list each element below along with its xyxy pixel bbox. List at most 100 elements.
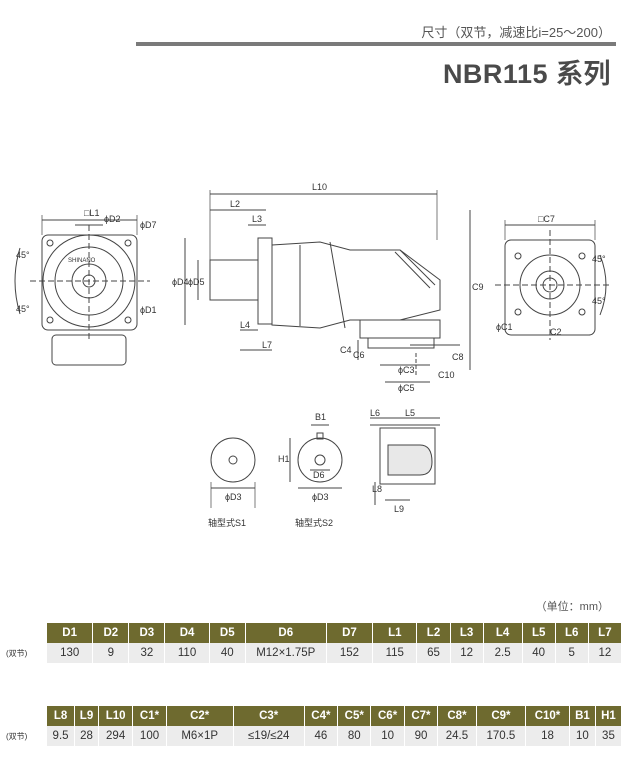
nameplate: SHINANO	[68, 258, 96, 264]
model-label: NBR115	[4, 706, 47, 726]
table-header-cell: L9	[74, 706, 99, 726]
dim-d4: ϕD4	[172, 277, 189, 287]
spec-table-1: NBR115 D1 D2 D3 D4 D5 D6 D7 L1 L2 L3 L4 …	[4, 623, 623, 663]
table-value-row: (双节) 9.5 28 294 100 M6×1P ≤19/≤24 46 80 …	[4, 726, 623, 746]
dim-angle-top: 45°	[16, 250, 30, 260]
dim-l1: □L1	[84, 208, 99, 218]
dim-c1: ϕC1	[496, 322, 513, 332]
table-header-cell: C8*	[437, 706, 477, 726]
table-header-cell: C9*	[476, 706, 527, 726]
table-header-cell: L4	[483, 623, 523, 643]
table-header-cell: L6	[555, 623, 589, 643]
table-value-cell: 110	[164, 643, 210, 663]
table-value-cell: 24.5	[437, 726, 477, 746]
table-value-cell: 2.5	[483, 643, 523, 663]
dim-l2: L2	[230, 199, 240, 209]
caption-shaft-s2: 轴型式S2	[295, 517, 333, 528]
table-header-cell: D7	[326, 623, 374, 643]
dim-d3-s1: ϕD3	[225, 492, 242, 502]
shaft-section-view	[379, 427, 436, 485]
dim-l4: L4	[240, 320, 250, 330]
dim-d2: ϕD2	[104, 214, 121, 224]
dim-d1: ϕD1	[140, 305, 157, 315]
table-value-cell: 9.5	[46, 726, 76, 746]
table-header-cell: L5	[522, 623, 556, 643]
table-header-cell: D6	[245, 623, 327, 643]
table-header-cell: D1	[46, 623, 94, 643]
dim-l5: L5	[405, 408, 415, 418]
table-header-cell: L8	[46, 706, 76, 726]
table-value-cell: 10	[569, 726, 596, 746]
dim-l9: L9	[394, 504, 404, 514]
table-value-cell: 32	[128, 643, 166, 663]
table-value-row: (双节) 130 9 32 110 40 M12×1.75P 152 115 6…	[4, 643, 623, 663]
table-value-cell: 90	[404, 726, 439, 746]
table-header-cell: D5	[209, 623, 246, 643]
table-header-cell: C10*	[525, 706, 570, 726]
dim-l8: L8	[372, 484, 382, 494]
dim-d6: D6	[313, 470, 325, 480]
table-header-cell: L3	[450, 623, 484, 643]
table-value-cell: 28	[74, 726, 99, 746]
table-value-cell: 152	[326, 643, 374, 663]
dim-l10: L10	[312, 182, 327, 192]
table-value-cell: M12×1.75P	[245, 643, 327, 663]
spec-table-2: NBR115 L8 L9 L10 C1* C2* C3* C4* C5* C6*…	[4, 706, 623, 746]
gearbox-body	[271, 241, 441, 329]
table-value-cell: 5	[555, 643, 589, 663]
table-value-cell: 170.5	[476, 726, 527, 746]
series-title: NBR115 系列	[442, 59, 611, 89]
table-value-cell: 40	[522, 643, 556, 663]
table-header-cell: D4	[164, 623, 210, 643]
table-value-cell: 12	[588, 643, 623, 663]
table-header-cell: L1	[372, 623, 418, 643]
table-value-cell: M6×1P	[166, 726, 234, 746]
dim-d7: ϕD7	[140, 220, 157, 230]
table-header-cell: B1	[569, 706, 596, 726]
dim-c3: ϕC3	[398, 365, 415, 375]
table-header-cell: C3*	[233, 706, 305, 726]
table-value-cell: 18	[525, 726, 570, 746]
table-value-cell: ≤19/≤24	[233, 726, 305, 746]
table-value-cell: 12	[450, 643, 484, 663]
dim-l3: L3	[252, 214, 262, 224]
dim-c10: C10	[438, 370, 455, 380]
stage-label: (双节)	[4, 643, 47, 663]
table-value-cell: 9	[92, 643, 130, 663]
table-header-cell: D3	[128, 623, 166, 643]
table-header-cell: L2	[416, 623, 451, 643]
unit-label: （单位：mm）	[535, 601, 609, 613]
shaft-s2-view	[297, 437, 343, 483]
table-value-cell: 65	[416, 643, 451, 663]
table-header-cell: C1*	[132, 706, 167, 726]
table-value-cell: 115	[372, 643, 418, 663]
table-value-cell: 46	[304, 726, 339, 746]
table-header-cell: C2*	[166, 706, 234, 726]
table-value-cell: 10	[370, 726, 405, 746]
dim-c7: □C7	[538, 214, 555, 224]
table-value-cell: 80	[337, 726, 372, 746]
technical-drawing: □L1 ϕD2 ϕD7 ϕD1 45° 45° SHINANO L10 L2 L…	[14, 182, 610, 528]
table-header-row: NBR115 L8 L9 L10 C1* C2* C3* C4* C5* C6*…	[4, 706, 623, 726]
dim-c9: C9	[472, 282, 484, 292]
dim-angle-right-top: 45°	[592, 254, 606, 264]
table-value-cell: 35	[595, 726, 623, 746]
table-value-cell: 294	[98, 726, 134, 746]
output-shaft	[209, 259, 259, 301]
dim-c4: C4	[340, 345, 352, 355]
title-rule	[136, 42, 616, 46]
model-label: NBR115	[4, 623, 47, 643]
dim-d3-s2: ϕD3	[312, 492, 329, 502]
dim-d5: ϕD5	[188, 277, 205, 287]
table-value-cell: 100	[132, 726, 167, 746]
dim-c5: ϕC5	[398, 383, 415, 393]
table-header-cell: C7*	[404, 706, 439, 726]
caption-shaft-s1: 轴型式S1	[208, 517, 246, 528]
table-value-cell: 130	[46, 643, 94, 663]
table-value-cell: 40	[209, 643, 246, 663]
table-header-cell: C4*	[304, 706, 339, 726]
dim-angle-bottom: 45°	[16, 304, 30, 314]
table-header-cell: C6*	[370, 706, 405, 726]
table-header-cell: L10	[98, 706, 134, 726]
table-header-row: NBR115 D1 D2 D3 D4 D5 D6 D7 L1 L2 L3 L4 …	[4, 623, 623, 643]
